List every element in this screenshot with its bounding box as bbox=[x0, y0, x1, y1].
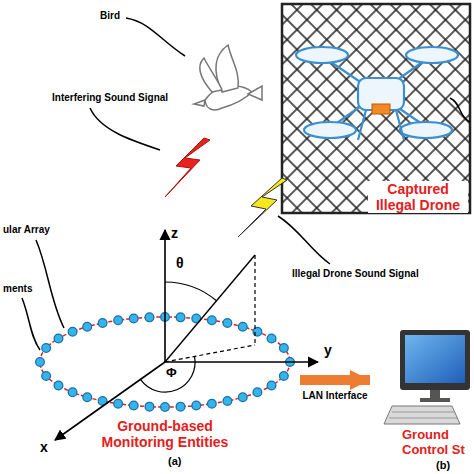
drone-camera bbox=[372, 104, 390, 114]
interference-bolt bbox=[165, 138, 210, 197]
node-title: Ground-based Monitoring Entities bbox=[95, 418, 235, 450]
keyboard bbox=[384, 406, 460, 424]
array-region: Ground-based Monitoring Entities bbox=[30, 300, 300, 450]
bird-wing bbox=[200, 58, 222, 92]
axis-label: z bbox=[171, 226, 178, 241]
monitor-screen bbox=[405, 335, 465, 383]
leader-line bbox=[450, 98, 470, 122]
callout-label: ments bbox=[3, 283, 32, 294]
bird-tail bbox=[248, 86, 262, 100]
phi-arc bbox=[141, 356, 196, 392]
drone-rotor bbox=[400, 122, 452, 138]
computer-icon bbox=[384, 330, 470, 424]
drone-leg bbox=[396, 110, 404, 140]
angle-label: θ bbox=[176, 256, 184, 271]
drone-leg bbox=[358, 110, 366, 140]
panel-label: (b) bbox=[436, 459, 450, 471]
projection-line bbox=[254, 255, 255, 345]
axis-label: y bbox=[324, 343, 332, 358]
lan-arrow bbox=[300, 375, 370, 385]
monitor-base bbox=[420, 398, 450, 402]
net-panel: Captured Illegal Drone bbox=[280, 2, 472, 215]
panel-label: (a) bbox=[168, 455, 181, 467]
callout-label: ular Array bbox=[3, 224, 50, 235]
leader-line bbox=[126, 18, 185, 56]
angle-label: Φ bbox=[166, 366, 177, 380]
leader-line bbox=[22, 298, 40, 350]
monitor-stand bbox=[430, 390, 440, 399]
node-title: Ground Control St bbox=[402, 428, 474, 458]
node-title: Captured Illegal Drone bbox=[368, 181, 468, 213]
drone-rotor bbox=[304, 122, 356, 138]
keyboard-keys bbox=[389, 412, 457, 418]
drone-icon bbox=[296, 47, 458, 140]
callout-label: Illegal Drone Sound Signal bbox=[292, 268, 419, 279]
capture-net bbox=[282, 4, 470, 213]
direction-line bbox=[165, 255, 255, 362]
callout-label: Bird bbox=[100, 10, 120, 21]
callout-label: Interfering Sound Signal bbox=[52, 92, 168, 103]
drone-rotor bbox=[406, 47, 458, 63]
drone-sound-bolt bbox=[238, 178, 287, 237]
leader-line bbox=[36, 240, 64, 328]
drone-rotor bbox=[296, 47, 348, 63]
projection-line bbox=[165, 345, 255, 362]
z-axis bbox=[164, 230, 166, 362]
bird-beak bbox=[194, 100, 205, 106]
computer-station: Ground Control St bbox=[370, 325, 474, 474]
drone-arm bbox=[330, 58, 428, 128]
monitor-frame bbox=[400, 330, 470, 390]
bird-icon bbox=[194, 45, 262, 110]
y-axis bbox=[165, 361, 318, 363]
edge-label: LAN Interface bbox=[300, 390, 369, 401]
drone-arm bbox=[325, 58, 428, 128]
theta-arc bbox=[165, 282, 217, 301]
leader-line bbox=[278, 216, 330, 264]
leader-line bbox=[90, 108, 160, 150]
net-frame bbox=[282, 4, 470, 213]
axis-label: x bbox=[40, 440, 48, 455]
